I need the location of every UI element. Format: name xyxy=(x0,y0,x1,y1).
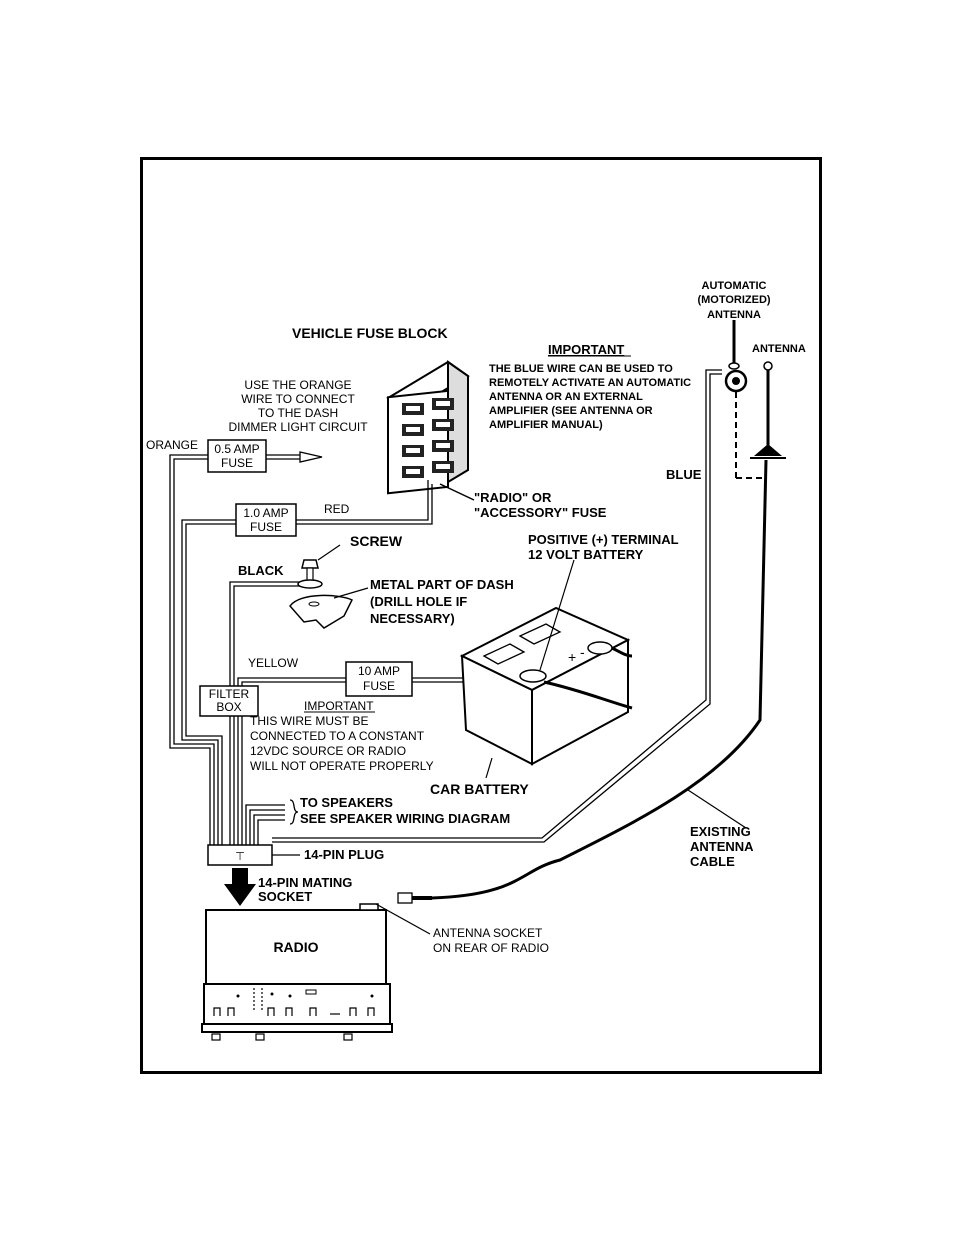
important-top-heading: IMPORTANT xyxy=(548,342,624,357)
orange-note-line: TO THE DASH xyxy=(258,406,338,420)
fuse-block-title: VEHICLE FUSE BLOCK xyxy=(292,325,448,341)
fuse-0.5-label: 0.5 AMP xyxy=(214,442,259,456)
fuse-1.0-amp xyxy=(235,503,297,537)
fuse-1.0-label: FUSE xyxy=(250,520,282,534)
metal-dash-line: (DRILL HOLE IF xyxy=(370,594,467,609)
speakers-line: SEE SPEAKER WIRING DIAGRAM xyxy=(300,811,510,826)
fuse-10-amp xyxy=(345,661,413,697)
blue-wire-label: BLUE xyxy=(666,467,702,482)
battery-terminal-line: 12 VOLT BATTERY xyxy=(528,547,644,562)
antenna-cable-line: CABLE xyxy=(690,854,735,869)
automatic-antenna-icon xyxy=(724,320,766,479)
antenna-cable-line: EXISTING xyxy=(690,824,751,839)
plug-label: 14-PIN PLUG xyxy=(304,847,384,862)
mating-socket-line: 14-PIN MATING xyxy=(258,875,352,890)
speakers-line: TO SPEAKERS xyxy=(300,795,393,810)
car-battery: + - xyxy=(459,606,631,766)
fuse-0.5-amp xyxy=(207,439,267,473)
automatic-antenna-line: ANTENNA xyxy=(707,309,761,321)
antenna-icon xyxy=(750,361,786,459)
fuse-label-line1: "RADIO" OR xyxy=(474,490,552,505)
fuse-0.5-label: FUSE xyxy=(221,456,253,470)
antenna-label: ANTENNA xyxy=(752,343,806,355)
arrow-down-icon xyxy=(224,868,256,906)
mating-socket-line: SOCKET xyxy=(258,889,312,904)
important-top-line: REMOTELY ACTIVATE AN AUTOMATIC xyxy=(489,377,691,389)
screw-label: SCREW xyxy=(350,533,403,549)
speaker-brace xyxy=(289,799,299,825)
filter-box-label: BOX xyxy=(216,700,241,714)
antenna-plug-icon xyxy=(397,892,432,904)
wire-harness xyxy=(169,369,722,845)
orange-note-line: USE THE ORANGE xyxy=(244,378,351,392)
important-top-line: ANTENNA OR AN EXTERNAL xyxy=(489,391,643,403)
fuse-1.0-label: 1.0 AMP xyxy=(243,506,288,520)
metal-dash-icon xyxy=(289,594,354,629)
fuse-label-line2: "ACCESSORY" FUSE xyxy=(474,505,607,520)
svg-text:-: - xyxy=(580,644,585,660)
important-bottom-line: WILL NOT OPERATE PROPERLY xyxy=(250,759,434,773)
orange-note-line: WIRE TO CONNECT xyxy=(241,392,355,406)
probe-tip xyxy=(299,451,323,463)
svg-text:⊤: ⊤ xyxy=(235,851,245,863)
orange-note-line: DIMMER LIGHT CIRCUIT xyxy=(228,420,368,434)
black-wire-label: BLACK xyxy=(238,563,284,578)
orange-wire-label: ORANGE xyxy=(146,438,198,452)
filter-box-label: FILTER xyxy=(209,687,250,701)
important-bottom-line: THIS WIRE MUST BE xyxy=(250,714,368,728)
diagram-frame xyxy=(140,157,822,1074)
battery-terminal-line: POSITIVE (+) TERMINAL xyxy=(528,532,679,547)
important-top-line: AMPLIFIER MANUAL) xyxy=(489,419,603,431)
car-battery-label: CAR BATTERY xyxy=(430,781,529,797)
important-bottom-line: 12VDC SOURCE OR RADIO xyxy=(250,744,406,758)
important-bottom-line: CONNECTED TO A CONSTANT xyxy=(250,729,425,743)
yellow-wire-label: YELLOW xyxy=(248,656,299,670)
metal-dash-line: METAL PART OF DASH xyxy=(370,577,514,592)
screw-icon xyxy=(297,559,323,589)
important-top-line: THE BLUE WIRE CAN BE USED TO xyxy=(489,363,673,375)
automatic-antenna-line: AUTOMATIC xyxy=(702,280,767,292)
metal-dash-line: NECESSARY) xyxy=(370,611,455,626)
important-bottom-heading: IMPORTANT xyxy=(304,699,374,713)
filter-box xyxy=(199,685,259,717)
svg-text:+: + xyxy=(568,649,576,665)
fuse-10-label: 10 AMP xyxy=(358,664,400,678)
antenna-socket-line: ON REAR OF RADIO xyxy=(433,941,549,955)
fuse-block xyxy=(386,360,470,495)
automatic-antenna-line: (MOTORIZED) xyxy=(697,294,770,306)
antenna-cable-line: ANTENNA xyxy=(690,839,754,854)
antenna-cable xyxy=(404,459,768,900)
red-wire-label: RED xyxy=(324,502,350,516)
important-top-line: AMPLIFIER (SEE ANTENNA OR xyxy=(489,405,653,417)
radio-label: RADIO xyxy=(273,939,318,955)
fuse-10-label: FUSE xyxy=(363,679,395,693)
antenna-socket-line: ANTENNA SOCKET xyxy=(433,926,543,940)
radio-unit xyxy=(201,903,393,1041)
